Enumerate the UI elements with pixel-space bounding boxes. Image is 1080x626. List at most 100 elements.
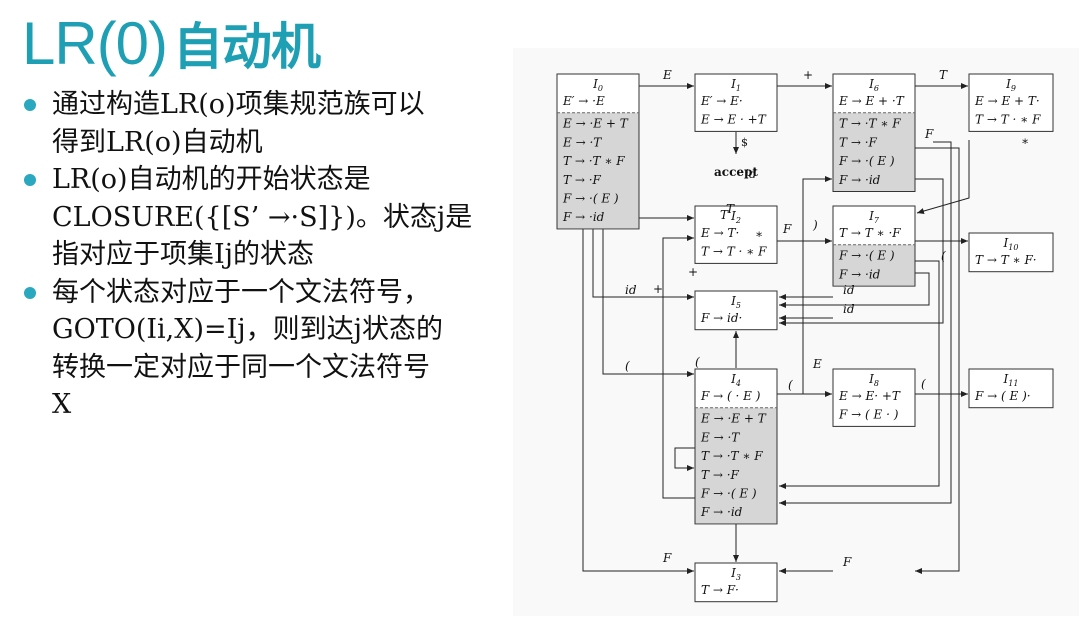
closure-item: F → ·id [700,505,743,519]
state-subscript: 7 [874,216,880,225]
kernel-item: T → T ∗ ·F [839,226,901,240]
closure-item: E → ·T [562,135,602,149]
state-name: I7 [868,209,880,225]
closure-region [557,112,639,229]
state-subscript: 0 [598,84,603,93]
transition-edge [779,272,930,308]
edge-label: id [745,167,757,181]
state-subscript: 8 [874,379,879,388]
state-subscript: 1 [736,84,741,93]
edge-label: id [843,302,855,316]
transition-edge [779,260,940,489]
state-subscript: 2 [735,216,741,225]
bullet-dot-icon [24,286,36,299]
state-i3: I3T → F· [694,562,778,603]
kernel-item: F → ( E )· [974,389,1031,403]
state-name: I4 [730,372,741,388]
state-name: I6 [868,77,879,93]
state-layer: I0E′ → ·EE → ·E + TE → ·TT → ·T ∗ FT → ·… [556,73,1054,603]
bullet-dot-icon [24,174,36,186]
state-name: I3 [730,566,741,582]
bullet-line: LR(o)自动机的开始状态是 [52,164,371,195]
edge-label: ( [941,249,946,263]
state-i9: I9E → E + T·T → T · ∗ F [968,73,1054,132]
edge-label: T [939,68,948,82]
edge-label: + [653,282,663,296]
state-box [694,562,778,603]
closure-item: F → ·( E ) [562,192,619,206]
bullet-line: 指对应于项集Ij的状态 [52,239,315,270]
closure-item: F → ·id [838,267,881,281]
transition-edge [779,141,952,506]
state-subscript: 9 [1011,84,1016,93]
closure-item: T → ·F [701,468,740,482]
accept-label: accept [714,165,758,179]
lr0-automaton-svg: I0E′ → ·EE → ·E + TE → ·TT → ·T ∗ FT → ·… [556,68,1054,603]
state-subscript: 5 [736,301,741,310]
edge-label: ( [695,355,700,369]
transition-edge [916,140,970,214]
edge-label: ∗ [755,227,763,241]
edge-label: F [924,127,934,141]
edge-label: ∗ [1021,134,1029,148]
state-box [832,368,916,427]
state-box [694,205,778,264]
state-box [694,290,778,331]
kernel-item: E → E + T· [974,94,1040,108]
closure-region [833,244,915,286]
transition-edge [582,196,694,574]
edge-label: id [625,283,637,297]
kernel-item: F → ( E · ) [838,408,899,422]
edge-label: ) [812,218,818,232]
state-i1: I1E′ → E·E → E · +T [694,73,778,132]
edge-layer [582,83,970,574]
edge-label: T [726,202,735,216]
closure-item: T → ·F [563,173,602,187]
state-name: I5 [730,294,741,310]
closure-item: F → ·( E ) [838,249,895,263]
bullet-line: X [52,389,72,420]
closure-item: F → ·id [838,173,881,187]
edge-label: ( [921,377,926,391]
state-box [968,73,1054,132]
title-chinese: 自动机 [173,18,321,76]
kernel-item: F → ( · E ) [700,389,761,403]
edge-label: E [812,357,822,371]
kernel-item: E → E + ·T [838,94,905,108]
state-i5: I5F → id· [694,290,778,331]
kernel-item: E → E · +T [700,113,767,127]
state-subscript: 10 [1008,243,1018,252]
kernel-item: E′ → ·E [562,94,605,108]
bullet-list: 通过构造LR(o)项集规范族可以 得到LR(o)自动机 LR(o)自动机的开始状… [22,86,512,424]
edge-label: id [843,283,855,297]
edge-label: F [842,555,852,569]
state-subscript: 3 [736,573,741,582]
state-i7: I7T → T ∗ ·F F → ·( E ) F → ·id [832,205,916,287]
state-subscript: 4 [735,379,741,388]
edge-label: + [803,68,813,82]
bullet-line: 通过构造LR(o)项集规范族可以 [52,89,425,120]
title-prefix: LR(0) [22,10,168,77]
kernel-item: T → F· [701,583,739,597]
closure-item: T → ·T ∗ F [701,449,763,463]
closure-item: F → ·id [562,210,605,224]
edge-label: ( [788,378,793,392]
transition-edge [915,147,960,574]
closure-region [833,112,915,191]
bullet-item: 通过构造LR(o)项集规范族可以 得到LR(o)自动机 [22,86,512,161]
edge-label: T [720,208,729,222]
kernel-item: E → E· +T [838,389,901,403]
closure-item: E → ·E + T [700,412,767,426]
closure-item: F → ·( E ) [838,154,895,168]
closure-item: T → ·T ∗ F [563,154,625,168]
bullet-item: LR(o)自动机的开始状态是 CLOSURE({[S’ →·S]})。状态j是 … [22,161,512,274]
state-i0: I0E′ → ·EE → ·E + TE → ·TT → ·T ∗ FT → ·… [556,73,640,230]
state-subscript: 11 [1008,379,1018,388]
kernel-item: T → T · ∗ F [975,113,1041,127]
transition-edge [662,235,695,499]
kernel-item: T → T ∗ F· [975,253,1037,267]
accept-symbol: $ [741,136,748,149]
